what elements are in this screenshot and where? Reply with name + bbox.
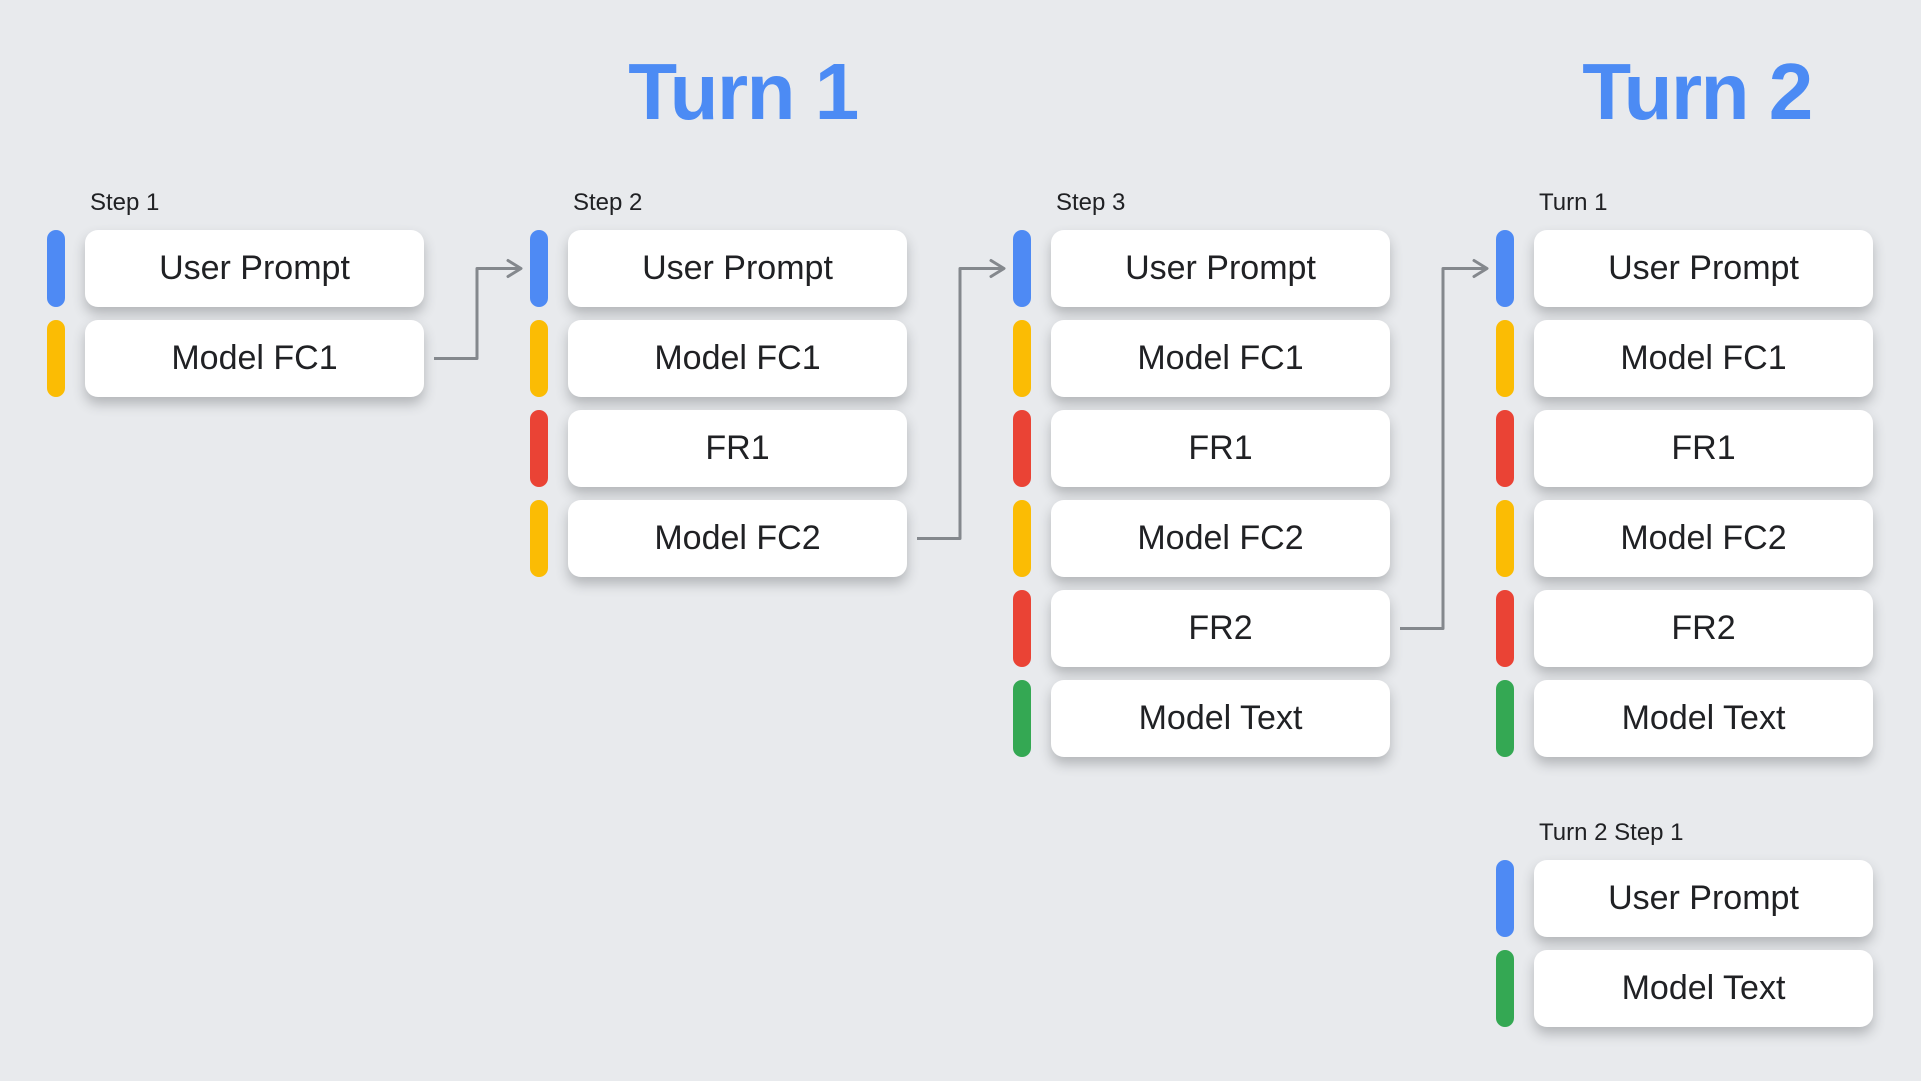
block-box: FR1 [1051, 410, 1390, 487]
block-box: Model Text [1051, 680, 1390, 757]
model-function-call-color-bar [1013, 500, 1031, 577]
model-function-call-color-bar [1496, 500, 1514, 577]
group-turn-1-label: Turn 1 [1539, 189, 1608, 216]
user-prompt-color-bar [47, 230, 65, 307]
block-box: User Prompt [1534, 860, 1873, 937]
block-box: Model FC1 [85, 320, 424, 397]
user-prompt-color-bar [1496, 230, 1514, 307]
block-box: Model FC1 [1534, 320, 1873, 397]
block-label: Model Text [1621, 969, 1786, 1007]
block-label: Model Text [1138, 699, 1303, 737]
block-box: FR1 [1534, 410, 1873, 487]
flow-arrow [434, 259, 523, 360]
block-box: User Prompt [85, 230, 424, 307]
block-label: Model Text [1621, 699, 1786, 737]
group-step-1-label: Step 1 [90, 189, 160, 216]
user-prompt-color-bar [530, 230, 548, 307]
block-box: Model Text [1534, 950, 1873, 1027]
block-box: FR1 [568, 410, 907, 487]
model-text-color-bar [1013, 680, 1031, 757]
block-label: FR1 [1188, 429, 1253, 467]
block-label: Model FC1 [1137, 339, 1304, 377]
model-text-color-bar [1496, 950, 1514, 1027]
block-label: FR2 [1671, 609, 1736, 647]
block-label: User Prompt [642, 249, 833, 287]
model-function-call-color-bar [47, 320, 65, 397]
block-label: User Prompt [1125, 249, 1316, 287]
block-box: Model FC2 [568, 500, 907, 577]
block-box: Model FC1 [568, 320, 907, 397]
block-label: Model FC1 [171, 339, 338, 377]
block-box: FR2 [1051, 590, 1390, 667]
block-label: FR1 [705, 429, 770, 467]
block-box: Model Text [1534, 680, 1873, 757]
block-box: User Prompt [1051, 230, 1390, 307]
function-response-color-bar [1013, 410, 1031, 487]
user-prompt-color-bar [1496, 860, 1514, 937]
function-response-color-bar [1496, 410, 1514, 487]
function-response-color-bar [1496, 590, 1514, 667]
function-response-color-bar [1013, 590, 1031, 667]
block-box: User Prompt [1534, 230, 1873, 307]
block-label: Model FC2 [1620, 519, 1787, 557]
model-function-call-color-bar [530, 500, 548, 577]
function-response-color-bar [530, 410, 548, 487]
group-step-3-label: Step 3 [1056, 189, 1126, 216]
block-label: Model FC1 [1620, 339, 1787, 377]
block-label: Model FC1 [654, 339, 821, 377]
model-function-call-color-bar [1013, 320, 1031, 397]
group-step-2-label: Step 2 [573, 189, 643, 216]
block-box: Model FC2 [1051, 500, 1390, 577]
block-box: Model FC2 [1534, 500, 1873, 577]
block-label: Model FC2 [1137, 519, 1304, 557]
flow-arrow [1400, 259, 1489, 630]
block-label: User Prompt [1608, 249, 1799, 287]
group-turn-2-step-1-label: Turn 2 Step 1 [1539, 819, 1684, 846]
user-prompt-color-bar [1013, 230, 1031, 307]
block-label: FR1 [1671, 429, 1736, 467]
model-function-call-color-bar [530, 320, 548, 397]
flow-arrow [917, 259, 1006, 540]
model-function-call-color-bar [1496, 320, 1514, 397]
block-label: Model FC2 [654, 519, 821, 557]
block-label: FR2 [1188, 609, 1253, 647]
model-text-color-bar [1496, 680, 1514, 757]
block-box: User Prompt [568, 230, 907, 307]
turn-header: Turn 1 [628, 47, 859, 136]
turn-header: Turn 2 [1582, 47, 1813, 136]
block-box: Model FC1 [1051, 320, 1390, 397]
block-label: User Prompt [159, 249, 350, 287]
block-label: User Prompt [1608, 879, 1799, 917]
block-box: FR2 [1534, 590, 1873, 667]
